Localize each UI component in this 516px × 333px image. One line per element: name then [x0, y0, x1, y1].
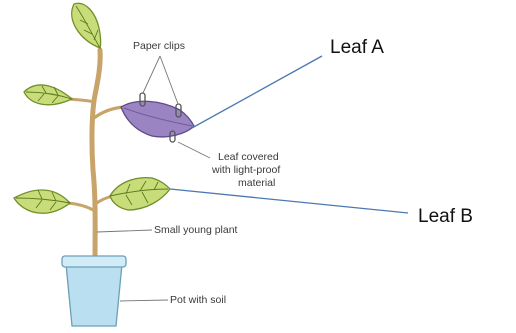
leaf-a-pointer-line — [192, 56, 322, 128]
plant-stem — [68, 50, 124, 262]
top-leaf — [72, 3, 101, 48]
paper-clips-label: Paper clips — [133, 40, 185, 52]
covered-leaf-a — [121, 101, 194, 137]
leaf-a-label: Leaf A — [330, 37, 384, 58]
pot-with-soil-label: Pot with soil — [170, 294, 226, 306]
pot — [62, 256, 126, 326]
leaf-covered-label-line3: material — [238, 177, 275, 189]
leaf-covered-label-line1: Leaf covered — [218, 151, 279, 163]
leaf-b-label: Leaf B — [418, 206, 473, 227]
leaf-covered-label-line2: with light-proof — [211, 164, 280, 176]
leaf-b — [110, 178, 170, 210]
upper-left-leaf — [24, 85, 72, 105]
leaf-b-pointer-line — [170, 189, 408, 213]
small-young-plant-label: Small young plant — [154, 224, 238, 236]
lower-left-leaf — [14, 190, 70, 213]
